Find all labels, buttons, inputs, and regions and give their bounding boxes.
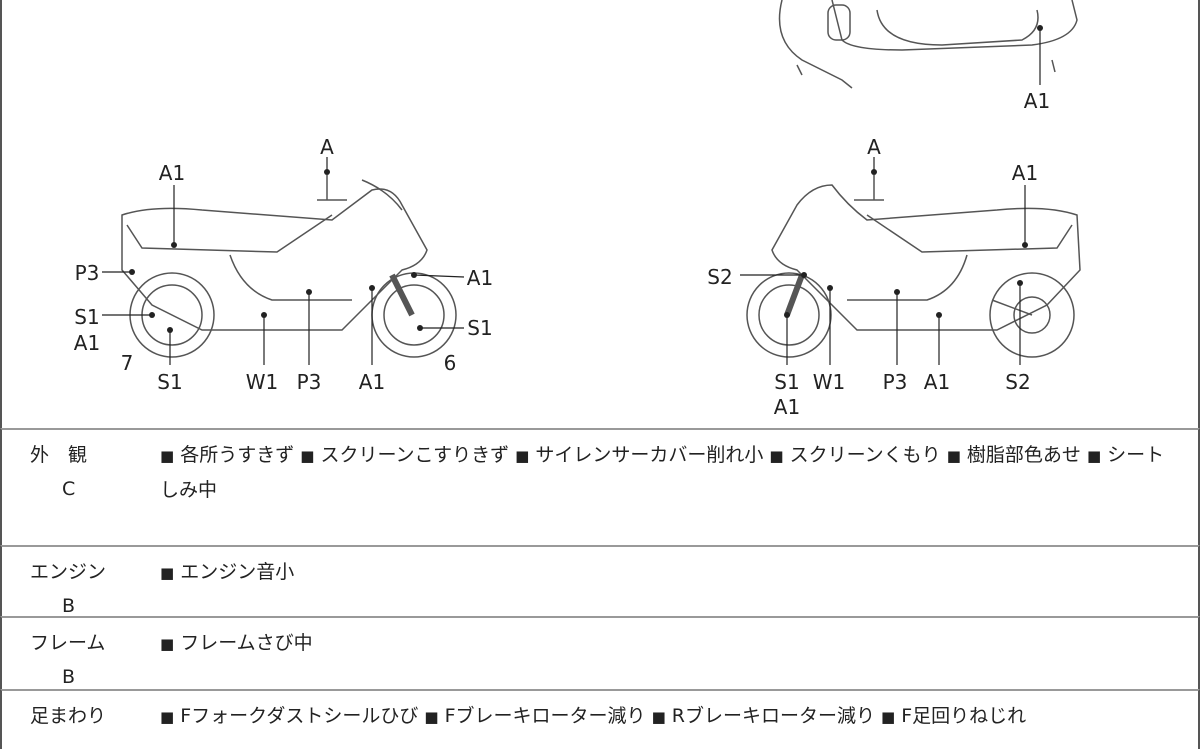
row-suspension: 足まわり ■ Fフォークダストシールひび ■ Fブレーキローター減り ■ Rブレーキロ…	[0, 689, 1200, 749]
damage-label: P3	[75, 261, 100, 285]
condition-item: シートしみ中	[160, 444, 1165, 501]
damage-label: A1	[924, 370, 950, 394]
category-label: 足まわり	[30, 705, 107, 727]
damage-label: W1	[813, 370, 846, 394]
damage-label: S1	[467, 316, 492, 340]
damage-diagram: A1 A A1 P3 A1 S1 A1 S1 7 6 S1 W1 P3 A1 A…	[0, 0, 1200, 428]
condition-item: 樹脂部色あせ	[966, 444, 1081, 466]
condition-item: F足回りねじれ	[901, 705, 1027, 727]
scooter-left-view	[121, 175, 457, 358]
bullet-icon: ■	[881, 708, 896, 726]
bullet-icon: ■	[651, 708, 666, 726]
condition-item: エンジン音小	[180, 561, 295, 583]
damage-label: A1	[1024, 89, 1050, 113]
scooter-top-view	[778, 0, 1078, 89]
condition-item: Fフォークダストシールひび	[180, 705, 419, 727]
damage-label: S1	[774, 370, 799, 394]
damage-label: 6	[444, 351, 457, 375]
damage-label: A1	[359, 370, 385, 394]
bullet-icon: ■	[515, 447, 530, 465]
condition-item: スクリーンくもり	[789, 444, 941, 466]
category-label: エンジン	[30, 561, 107, 583]
damage-label: P3	[297, 370, 322, 394]
row-exterior: 外 観 C ■ 各所うすきず ■ スクリーンこすりきず ■ サイレンサーカバー削れ小 ■…	[0, 428, 1200, 545]
bullet-icon: ■	[769, 447, 784, 465]
damage-label: A1	[1012, 161, 1038, 185]
damage-label: A1	[467, 266, 493, 290]
damage-label: S2	[1005, 370, 1030, 394]
bullet-icon: ■	[160, 564, 175, 582]
condition-table: 外 観 C ■ 各所うすきず ■ スクリーンこすりきず ■ サイレンサーカバー削れ小 ■…	[0, 428, 1200, 749]
condition-item: Fブレーキローター減り	[444, 705, 646, 727]
grade: C	[62, 478, 76, 500]
damage-label: W1	[246, 370, 279, 394]
category-label: フレーム	[30, 632, 106, 654]
condition-item: サイレンサーカバー削れ小	[535, 444, 764, 466]
damage-label: S2	[707, 265, 732, 289]
damage-label: A1	[159, 161, 185, 185]
bullet-icon: ■	[300, 447, 315, 465]
condition-notes: ■ エンジン音小	[160, 547, 1198, 590]
damage-label: A1	[74, 331, 100, 355]
damage-label: S1	[157, 370, 182, 394]
damage-label: P3	[883, 370, 908, 394]
scooter-right-view	[746, 175, 1081, 358]
bullet-icon: ■	[160, 635, 175, 653]
condition-item: スクリーンこすりきず	[320, 444, 510, 466]
damage-label: 7	[121, 351, 134, 375]
row-engine: エンジン B ■ エンジン音小	[0, 545, 1200, 617]
bullet-icon: ■	[160, 708, 175, 726]
bullet-icon: ■	[424, 708, 439, 726]
damage-label: S1	[74, 305, 99, 329]
condition-notes: ■ 各所うすきず ■ スクリーンこすりきず ■ サイレンサーカバー削れ小 ■ スクリーン…	[160, 430, 1198, 507]
condition-item: Rブレーキローター減り	[671, 705, 875, 727]
damage-label: A1	[774, 395, 800, 419]
row-frame: フレーム B ■ フレームさび中	[0, 616, 1200, 689]
scooter-diagram-svg: A1 A A1 P3 A1 S1 A1 S1 7 6 S1 W1 P3 A1 A…	[74, 0, 1081, 419]
condition-notes: ■ フレームさび中	[160, 618, 1198, 661]
category-label: 外 観	[30, 444, 88, 466]
bullet-icon: ■	[946, 447, 961, 465]
condition-notes: ■ Fフォークダストシールひび ■ Fブレーキローター減り ■ Rブレーキローター減り…	[160, 691, 1198, 734]
bullet-icon: ■	[160, 447, 175, 465]
bullet-icon: ■	[1086, 447, 1102, 465]
grade: B	[62, 666, 76, 688]
condition-item: 各所うすきず	[180, 444, 295, 466]
grade: B	[62, 595, 76, 617]
damage-label: A	[320, 135, 334, 159]
condition-item: フレームさび中	[180, 632, 313, 654]
damage-label: A	[867, 135, 881, 159]
